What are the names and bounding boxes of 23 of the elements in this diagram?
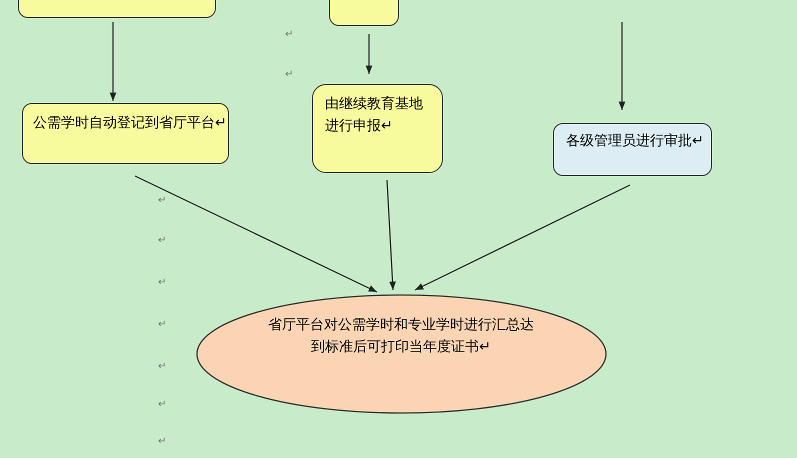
arrow	[386, 180, 396, 290]
paragraph-mark: ↵	[158, 319, 166, 330]
process-box	[22, 103, 229, 164]
result-ellipse	[196, 294, 607, 414]
arrow	[414, 184, 630, 291]
paragraph-mark: ↵	[158, 361, 166, 372]
paragraph-mark: ↵	[158, 195, 166, 206]
process-box	[553, 123, 712, 176]
paragraph-mark: ↵	[158, 399, 166, 410]
paragraph-mark: ↵	[285, 69, 294, 80]
arrow	[110, 22, 116, 101]
arrow	[618, 22, 626, 110]
node-text: 各级管理员进行审批↵	[566, 132, 705, 151]
arrow	[366, 34, 372, 74]
paragraph-mark: ↵	[158, 436, 166, 447]
paragraph-mark: ↵	[285, 29, 294, 40]
arrow	[134, 175, 378, 293]
paragraph-mark: ↵	[158, 277, 166, 288]
process-box	[312, 84, 443, 173]
node-text: 公需学时自动登记到省厅平台↵	[33, 114, 228, 133]
node-text: 由继续教育基地进行申报↵	[325, 95, 424, 136]
paragraph-mark: ↵	[158, 235, 166, 246]
node-text: 省厅平台对公需学时和专业学时进行汇总达到标准后可打印当年度证书↵	[267, 316, 535, 357]
